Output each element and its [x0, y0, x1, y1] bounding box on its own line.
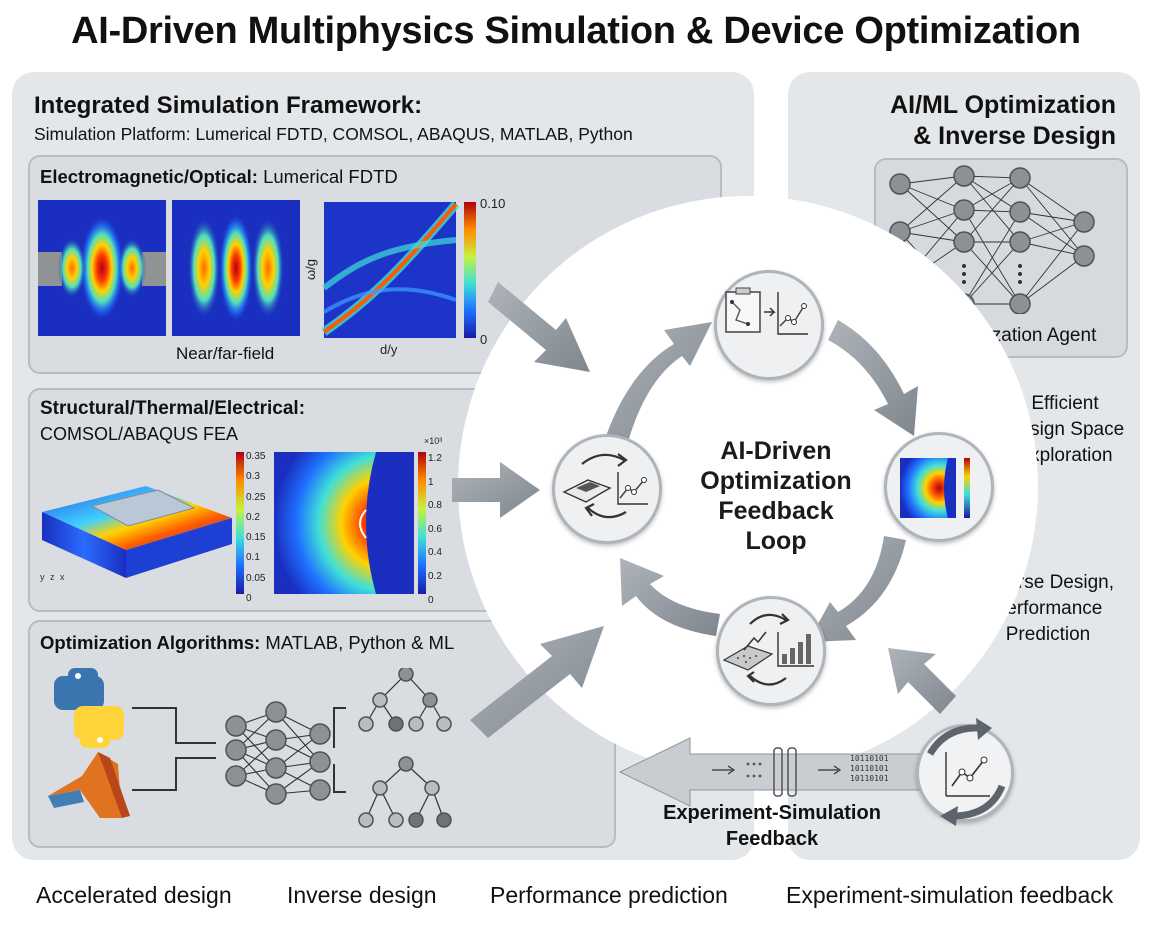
- binary-row: 10110101: [850, 754, 889, 763]
- fea-scale2-exponent: ×10³: [424, 436, 443, 446]
- near-far-field-caption: Near/far-field: [176, 344, 275, 363]
- fea-scale1-label: 0.05: [246, 572, 266, 584]
- opt-title-rest: MATLAB, Python & ML: [260, 632, 455, 653]
- binary-row: 10110101: [850, 764, 889, 773]
- near-far-field-plots: [38, 200, 300, 336]
- fea-scale1-label: 0: [246, 593, 252, 605]
- inflow-arrow-opt: [470, 626, 604, 738]
- experiment-line: Feedback: [725, 828, 819, 850]
- loop-background-circle: [458, 196, 1038, 776]
- inverse-line: Performance: [993, 598, 1103, 619]
- cycle-arrow-4: [620, 558, 720, 636]
- optimization-card-title: Optimization Algorithms: MATLAB, Python …: [40, 632, 454, 654]
- fea-card-title: Structural/Thermal/Electrical:: [40, 398, 306, 419]
- fea-scale2-labels: 1.2 1 0.8 0.6 0.4 0.2 0: [428, 447, 458, 612]
- fea-scale2-label: 0.4: [428, 547, 442, 559]
- dispersion-cbar-min: 0: [480, 332, 488, 347]
- fea-card-subtitle: COMSOL/ABAQUS FEA: [40, 424, 239, 444]
- ai-ml-heading-line2: & Inverse Design: [913, 122, 1116, 150]
- em-title-bold: Electromagnetic/Optical:: [40, 166, 258, 187]
- dispersion-plot: [321, 201, 476, 338]
- fea-scale2-label: 0.6: [428, 523, 442, 535]
- fea-scale2-label: 1: [428, 476, 434, 488]
- ai-ml-heading-line1: AI/ML Optimization: [890, 91, 1116, 119]
- experiment-to-loop-arrow: [888, 648, 956, 714]
- efficient-line: Exploration: [1017, 445, 1113, 466]
- inflow-arrow-em: [488, 282, 590, 372]
- loop-line: Loop: [745, 527, 807, 555]
- loop-line: AI-Driven: [720, 437, 832, 465]
- fea-scale2-label: 0.8: [428, 500, 442, 512]
- fea-plots: y z x: [40, 452, 426, 594]
- cycle-arrow-3: [808, 536, 906, 642]
- bottom-experiment-feedback: Experiment-simulation feedback: [786, 882, 1114, 908]
- bottom-inverse-design: Inverse design: [287, 882, 437, 908]
- circular-arrows-chart-icon: [926, 718, 1006, 826]
- experiment-line: Experiment-Simulation: [663, 802, 881, 824]
- heatmap-thumbnail: [900, 458, 970, 518]
- efficient-line: Efficient: [1031, 393, 1099, 414]
- framework-heading: Integrated Simulation Framework:: [34, 92, 423, 119]
- inflow-arrow-fea: [452, 462, 540, 518]
- fea-scale1-labels: 0.35 0.3 0.25 0.2 0.15 0.1 0.05 0: [246, 447, 276, 609]
- fea-scale2-label: 0.2: [428, 570, 442, 582]
- dispersion-cbar-max: 0.10: [480, 196, 506, 211]
- python-logo-icon: [54, 668, 124, 748]
- bottom-accelerated-design: Accelerated design: [36, 882, 232, 908]
- efficient-exploration-text: Efficient Design Space Exploration: [990, 391, 1140, 469]
- cycle-arrow-2: [828, 320, 918, 436]
- fea-scale1-label: 0.35: [246, 451, 266, 462]
- binary-data-strip: 10110101 10110101 10110101: [850, 754, 889, 784]
- bottom-performance-prediction: Performance prediction: [490, 882, 728, 908]
- fea-scale1-label: 0.25: [246, 491, 266, 503]
- svg-text:y: y: [40, 572, 45, 582]
- loop-line: Optimization: [700, 467, 852, 495]
- page-title: AI-Driven Multiphysics Simulation & Devi…: [71, 10, 1081, 52]
- em-card-title: Electromagnetic/Optical: Lumerical FDTD: [40, 166, 398, 188]
- loop-line: Feedback: [718, 497, 834, 525]
- loop-center-label: AI-Driven Optimization Feedback Loop: [676, 436, 876, 556]
- svg-text:x: x: [60, 572, 65, 582]
- fea-scale1-label: 0.15: [246, 532, 266, 544]
- fea-scale1-label: 0.2: [246, 511, 260, 523]
- optimization-illustration: [48, 668, 452, 828]
- svg-text:z: z: [50, 572, 55, 582]
- em-title-rest: Lumerical FDTD: [257, 166, 398, 187]
- cycle-arrow-1: [606, 322, 712, 442]
- experiment-feedback-label: Experiment-Simulation Feedback: [640, 800, 904, 852]
- efficient-line: Design Space: [1005, 419, 1125, 440]
- fea-scale1-label: 0.1: [246, 552, 260, 564]
- binary-row: 10110101: [850, 774, 889, 783]
- platform-text: Simulation Platform: Lumerical FDTD, COM…: [34, 124, 633, 144]
- opt-title-bold: Optimization Algorithms:: [40, 632, 261, 653]
- fea-scale2-label: 1.2: [428, 453, 442, 464]
- inverse-line: Prediction: [1005, 624, 1091, 645]
- ai-ml-heading: AI/ML Optimization & Inverse Design: [800, 90, 1116, 152]
- matlab-logo-icon: [48, 752, 130, 818]
- design-to-chart-icon: [725, 287, 808, 335]
- neural-network-diagram: [889, 165, 1095, 314]
- fabrication-chart-icon: [722, 613, 814, 686]
- fea-scale2-label: 0: [428, 594, 434, 606]
- chip-chart-icon: [562, 453, 648, 519]
- fea-scale1-label: 0.3: [246, 471, 260, 483]
- dispersion-xlabel: d/y: [380, 342, 398, 357]
